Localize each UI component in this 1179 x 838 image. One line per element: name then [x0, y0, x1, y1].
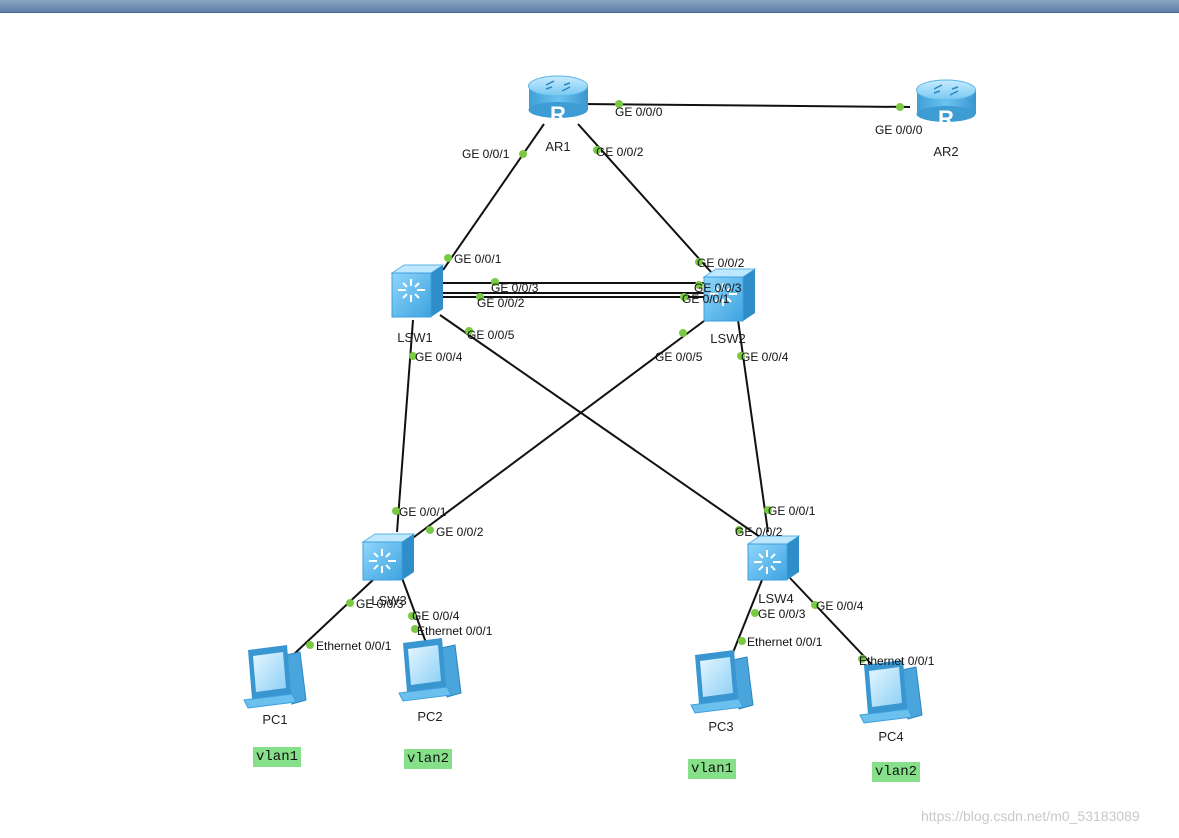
switch-lsw4[interactable]: LSW4 [746, 535, 801, 606]
pc-icon [690, 650, 754, 714]
window-title-bar [0, 0, 1179, 13]
link-lsw3-pc1[interactable] [292, 577, 376, 656]
pc-pc4[interactable]: PC4 [859, 660, 923, 744]
port-dots [306, 100, 904, 663]
port-label: GE 0/0/1 [454, 252, 502, 266]
device-label-pc1: PC1 [262, 712, 287, 727]
port-labels: GE 0/0/0 GE 0/0/0 GE 0/0/1 GE 0/0/2 GE 0… [316, 105, 935, 668]
pc-icon [398, 638, 462, 702]
svg-text:R: R [550, 102, 566, 127]
device-label-lsw3: LSW3 [371, 593, 406, 608]
port-label: Ethernet 0/0/1 [316, 639, 392, 653]
link-ar1-ar2[interactable] [581, 103, 911, 108]
link-lsw4-pc4[interactable] [789, 577, 876, 669]
link-lsw2-lsw3[interactable] [409, 317, 709, 541]
switch-lsw2[interactable]: LSW2 [702, 268, 757, 346]
port-label: GE 0/0/2 [735, 525, 783, 539]
switch-icon [746, 535, 801, 581]
device-label-pc3: PC3 [708, 719, 733, 734]
router-icon: R [528, 75, 588, 127]
port-label: GE 0/0/4 [412, 609, 460, 623]
pc-icon [859, 660, 923, 724]
device-label-pc4: PC4 [878, 729, 903, 744]
watermark: https://blog.csdn.net/m0_53183089 [921, 808, 1140, 824]
port-label: GE 0/0/1 [399, 505, 447, 519]
link-lsw1-lsw3[interactable] [396, 319, 414, 533]
port-label: Ethernet 0/0/1 [747, 635, 823, 649]
switch-lsw3[interactable]: LSW3 [361, 533, 416, 608]
router-ar2[interactable]: R AR2 [916, 79, 977, 159]
switch-lsw1[interactable]: LSW1 [390, 264, 445, 345]
links [292, 103, 911, 669]
vlan-tag-pc1: vlan1 [253, 747, 302, 767]
device-label-lsw1: LSW1 [397, 330, 432, 345]
device-label-pc2: PC2 [417, 709, 442, 724]
port-label: Ethernet 0/0/1 [417, 624, 493, 638]
port-label: Ethernet 0/0/1 [859, 654, 935, 668]
port-label: GE 0/0/5 [655, 350, 703, 364]
port-label: GE 0/0/2 [697, 256, 745, 270]
device-label-ar1: AR1 [545, 139, 570, 154]
router-icon: R [916, 79, 976, 131]
device-label-ar2: AR2 [933, 144, 958, 159]
port-label: GE 0/0/2 [596, 145, 644, 159]
port-label: GE 0/0/2 [477, 296, 525, 310]
pc-pc1[interactable]: PC1 [243, 645, 307, 727]
port-label: GE 0/0/1 [462, 147, 510, 161]
vlan-tag-pc2: vlan2 [404, 749, 453, 769]
pc-pc3[interactable]: PC3 [690, 650, 754, 734]
port-label: GE 0/0/4 [415, 350, 463, 364]
switch-icon [702, 268, 757, 322]
port-label: GE 0/0/3 [356, 597, 404, 611]
port-label: GE 0/0/2 [436, 525, 484, 539]
port-label: GE 0/0/1 [682, 292, 730, 306]
link-lsw3-pc2[interactable] [401, 577, 429, 649]
link-ar1-lsw1[interactable] [442, 123, 545, 271]
svg-text:R: R [938, 106, 954, 131]
port-label: GE 0/0/0 [615, 105, 663, 119]
pc-icon [243, 645, 307, 709]
switch-icon [361, 533, 416, 581]
vlan-tag-pc3: vlan1 [688, 759, 737, 779]
port-label: GE 0/0/4 [741, 350, 789, 364]
link-lsw1-lsw4[interactable] [439, 314, 771, 545]
port-label: GE 0/0/3 [694, 281, 742, 295]
pc-pc2[interactable]: PC2 [398, 638, 462, 724]
link-lsw4-pc3[interactable] [729, 579, 763, 661]
device-label-lsw4: LSW4 [758, 591, 793, 606]
port-label: GE 0/0/4 [816, 599, 864, 613]
switch-icon [390, 264, 445, 318]
port-label: GE 0/0/3 [758, 607, 806, 621]
vlan-tag-pc4: vlan2 [872, 762, 921, 782]
device-label-lsw2: LSW2 [710, 331, 745, 346]
port-label: GE 0/0/0 [875, 123, 923, 137]
port-label: GE 0/0/5 [467, 328, 515, 342]
port-label: GE 0/0/1 [768, 504, 816, 518]
port-label: GE 0/0/3 [491, 281, 539, 295]
router-ar1[interactable]: R AR1 [528, 75, 589, 154]
